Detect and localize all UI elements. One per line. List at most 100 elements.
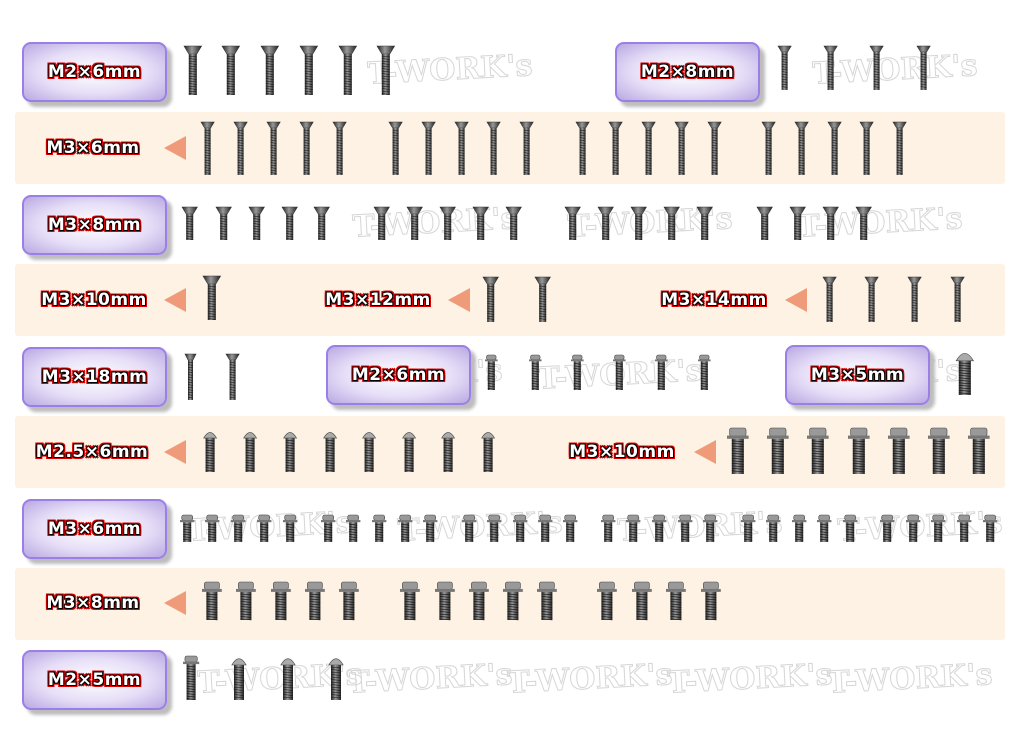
flange-screw-icon [654,354,668,390]
arrow-left-icon [785,288,807,312]
countersunk-screw-icon [950,276,966,322]
countersunk-screw-icon [184,353,196,400]
button-head-screw-icon [440,432,455,472]
size-box-m3x8: M3×8mm [22,195,167,255]
size-label: M3×8mm [47,215,142,235]
flange-screw-icon [597,581,617,621]
flange-screw-icon [727,427,749,474]
flange-screw-icon [888,427,910,474]
countersunk-screw-icon [266,121,282,175]
flange-screw-icon [320,514,336,542]
flange-screw-icon [469,581,489,621]
countersunk-screw-icon [822,276,838,322]
countersunk-screw-icon [822,206,840,240]
countersunk-screw-icon [181,206,199,240]
countersunk-screw-icon [534,276,552,322]
button-head-screw-icon [480,432,495,472]
flange-screw-icon [928,427,950,474]
flange-screw-icon [740,514,756,542]
countersunk-screw-icon [388,121,404,175]
flange-screw-icon [767,427,789,474]
countersunk-screw-icon [674,121,690,175]
flange-screw-icon [570,354,584,390]
flange-screw-icon [816,514,832,542]
watermark: T-WORK's [666,657,834,702]
size-label-m3x6: M3×6mm [46,138,140,158]
flange-screw-icon [236,581,256,621]
flange-screw-icon [271,581,291,621]
size-box-m2x6: M2×6mm [22,42,167,102]
flange-screw-icon [179,514,195,542]
flange-screw-icon [807,427,829,474]
countersunk-screw-icon [855,206,873,240]
size-box-m2x5: M2×5mm [22,650,167,710]
flange-screw-icon [345,514,361,542]
button-head-screw-icon [202,432,217,472]
countersunk-screw-icon [313,206,331,240]
countersunk-screw-icon [332,121,348,175]
button-head-screw-icon [231,658,247,700]
flange-screw-icon [879,514,895,542]
flange-screw-icon [503,581,523,621]
countersunk-screw-icon [260,45,280,95]
countersunk-screw-icon [823,45,839,90]
countersunk-screw-icon [338,45,358,95]
flange-screw-icon [484,354,498,390]
flange-screw-icon [204,514,220,542]
countersunk-screw-icon [373,206,391,240]
countersunk-screw-icon [761,121,777,175]
flange-screw-icon [562,514,578,542]
arrow-left-icon [164,288,186,312]
watermark: T-WORK's [346,657,514,702]
flange-screw-icon [666,581,686,621]
flange-screw-icon [612,354,626,390]
arrow-left-icon [164,440,186,464]
size-box-m2x8: M2×8mm [615,42,760,102]
countersunk-screw-icon [907,276,923,322]
countersunk-screw-icon [248,206,266,240]
countersunk-screw-icon [608,121,624,175]
size-box-m3x18: M3×18mm [22,347,167,407]
countersunk-screw-icon [789,206,807,240]
flange-screw-icon [930,514,946,542]
countersunk-screw-icon [916,45,932,90]
flange-screw-icon [486,514,502,542]
countersunk-screw-icon [505,206,523,240]
countersunk-screw-icon [696,206,714,240]
countersunk-screw-icon [564,206,582,240]
flange-screw-icon [537,581,557,621]
size-label-m3x12: M3×12mm [325,290,431,310]
countersunk-screw-icon [663,206,681,240]
countersunk-screw-icon [794,121,810,175]
countersunk-screw-icon [225,353,241,400]
countersunk-screw-icon [859,121,875,175]
size-label-m2-5x6: M2.5×6mm [35,442,149,462]
flange-screw-icon [651,514,667,542]
size-label: M3×6mm [47,519,142,539]
countersunk-screw-icon [756,206,774,240]
countersunk-screw-icon [454,121,470,175]
countersunk-screw-icon [777,45,793,90]
size-box-m3x5: M3×5mm [785,345,930,405]
flange-screw-icon [435,581,455,621]
button-head-screw-icon [328,658,344,700]
arrow-left-icon [164,591,186,615]
flange-screw-icon [461,514,477,542]
countersunk-screw-icon [215,206,233,240]
watermark: T-WORK's [506,657,674,702]
flange-screw-icon [305,581,325,621]
flange-screw-icon [397,514,413,542]
flange-screw-icon [371,514,387,542]
flange-screw-icon [968,427,990,474]
countersunk-screw-icon [519,121,535,175]
countersunk-screw-icon [630,206,648,240]
size-label: M3×18mm [41,367,148,387]
countersunk-screw-icon [827,121,843,175]
flange-screw-icon [848,427,870,474]
arrow-left-icon [448,288,470,312]
size-label: M3×5mm [810,365,905,385]
flange-screw-icon [422,514,438,542]
flange-screw-icon [230,514,246,542]
countersunk-screw-icon [183,45,203,95]
size-label: M2×6mm [351,365,446,385]
